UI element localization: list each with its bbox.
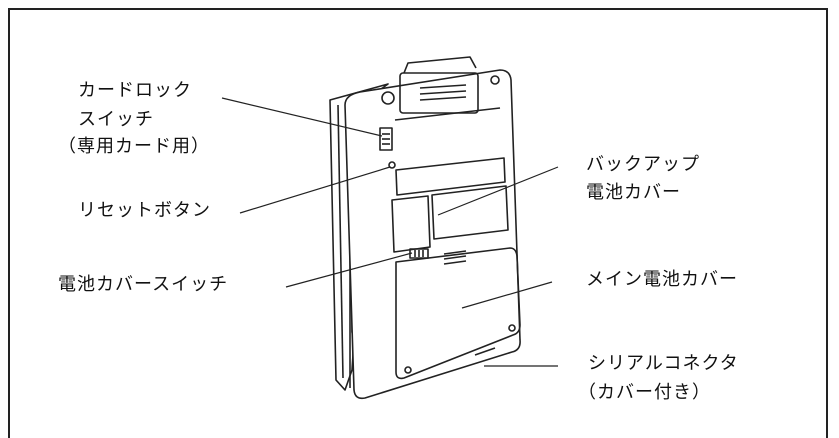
battery-cover-switch-label: 電池カバースイッチ (58, 274, 229, 295)
main-cover-label: メイン電池カバー (586, 269, 738, 290)
card-lock-label-line3: （専用カード用） (58, 136, 210, 157)
reset-button-label: リセットボタン (78, 200, 211, 221)
card-lock-label-line1: カードロック (78, 80, 192, 101)
leader-lines (221, 97, 559, 367)
serial-connector-label-line2: （カバー付き） (578, 382, 711, 403)
backup-cover-left (391, 195, 431, 253)
backup-cover-label-line1: バックアップ (586, 154, 700, 175)
backup-cover-right (431, 185, 509, 240)
main-battery-cover (395, 247, 521, 380)
diagram-frame (8, 8, 828, 438)
top-hinge (399, 72, 479, 114)
serial-connector-label-line1: シリアルコネクタ (588, 353, 739, 374)
device-back (344, 69, 521, 400)
card-lock-label-line2: スイッチ (78, 109, 154, 130)
card-lock-switch (379, 127, 393, 151)
backup-cover-label-line2: 電池カバー (586, 182, 681, 203)
reset-hole (388, 161, 396, 169)
